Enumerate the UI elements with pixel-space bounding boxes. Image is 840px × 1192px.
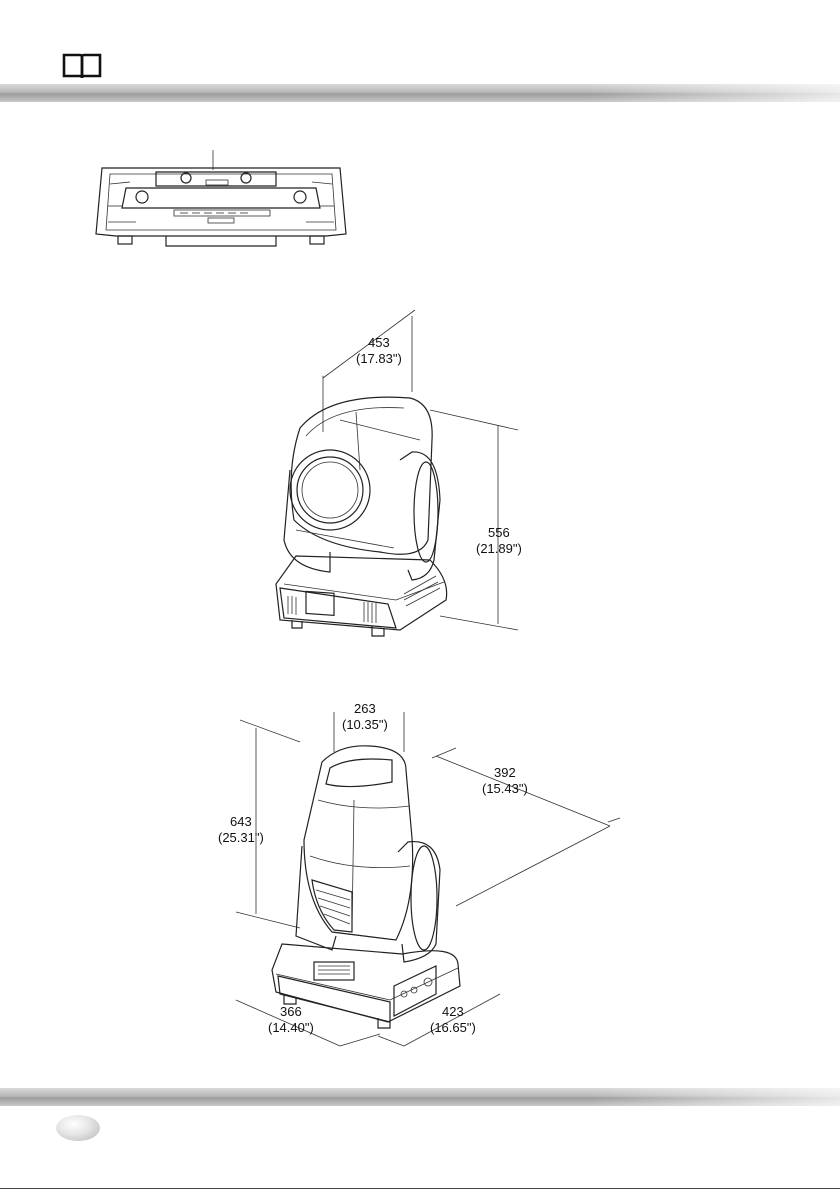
dim-mm: 392 (482, 765, 528, 781)
bottom-rule (0, 1188, 840, 1189)
dim-mm: 263 (342, 701, 388, 717)
fixture-upright-view-drawing (0, 0, 840, 1100)
dim-mm: 366 (268, 1004, 314, 1020)
dimension-label-full-height: 643 (25.31") (218, 814, 264, 846)
dim-inch: (16.65") (430, 1020, 476, 1036)
dimension-label-base-front: 366 (14.40") (268, 1004, 314, 1036)
page-number-badge (56, 1115, 100, 1141)
dimension-label-diagonal-depth: 392 (15.43") (482, 765, 528, 797)
dim-inch: (10.35") (342, 717, 388, 733)
dim-mm: 423 (430, 1004, 476, 1020)
dim-inch: (14.40") (268, 1020, 314, 1036)
dimension-label-base-side: 423 (16.65") (430, 1004, 476, 1036)
dim-mm: 643 (218, 814, 264, 830)
dimension-label-top-width: 263 (10.35") (342, 701, 388, 733)
dim-inch: (25.31") (218, 830, 264, 846)
dim-inch: (15.43") (482, 781, 528, 797)
footer-bar (0, 1088, 840, 1106)
